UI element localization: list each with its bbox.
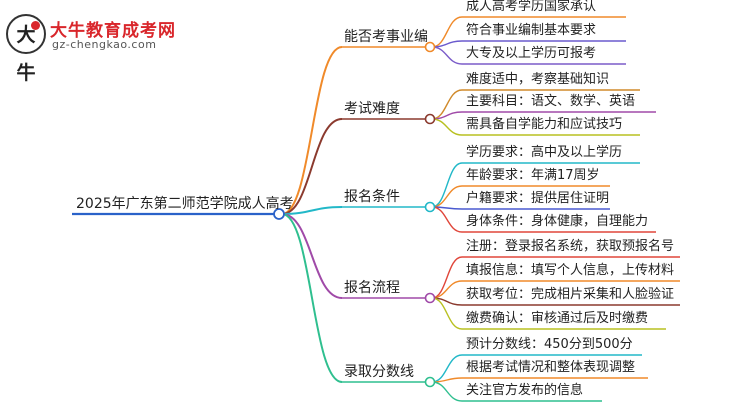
branch-connector (281, 213, 343, 299)
leaf-node-label[interactable]: 身体条件：身体健康，自理能力 (466, 214, 649, 229)
leaf-connector (431, 118, 463, 136)
leaf-connector (431, 16, 463, 48)
logo-url: gz-chengkao.com (52, 38, 157, 51)
branch-connector (281, 118, 343, 215)
leaf-node-label[interactable]: 关注官方发布的信息 (466, 383, 584, 398)
leaf-node-label[interactable]: 注册：登录报名系统，获取预报名号 (466, 239, 675, 254)
leaf-node-label[interactable]: 符合事业编制基本要求 (466, 23, 597, 38)
leaf-node-label[interactable]: 主要科目：语文、数学、英语 (466, 94, 636, 109)
leaf-node-label[interactable]: 需具备自学能力和应试技巧 (466, 117, 623, 132)
leaf-node-label[interactable]: 大专及以上学历可报考 (466, 46, 597, 61)
branch-collapse-icon (424, 113, 436, 125)
leaf-node-label[interactable]: 获取考位：完成相片采集和人脸验证 (466, 287, 675, 302)
logo-title: 大牛教育成考网 (50, 21, 176, 41)
branch-connector (281, 46, 343, 215)
leaf-connector (431, 297, 463, 330)
leaf-connector (431, 46, 463, 65)
site-logo[interactable]: 大牛 大牛教育成考网 gz-chengkao.com (6, 14, 226, 84)
leaf-node-label[interactable]: 预计分数线：450分到500分 (466, 337, 633, 352)
leaf-node-label[interactable]: 根据考试情况和整体表现调整 (466, 360, 636, 375)
branch-node-label[interactable]: 报名条件 (344, 189, 400, 205)
leaf-node-label[interactable]: 户籍要求：提供居住证明 (466, 191, 610, 206)
leaf-node-label[interactable]: 缴费确认：审核通过后及时缴费 (466, 311, 649, 326)
leaf-connector (431, 206, 463, 233)
leaf-connector (431, 381, 463, 402)
leaf-connector (431, 40, 463, 48)
branch-connector (281, 213, 343, 383)
leaf-node-label[interactable]: 学历要求：高中及以上学历 (466, 145, 623, 160)
logo-badge-icon: 大牛 (6, 14, 46, 84)
branch-node-label[interactable]: 能否考事业编 (344, 29, 428, 45)
branch-collapse-icon (424, 201, 436, 213)
leaf-node-label[interactable]: 填报信息：填写个人信息，上传材料 (466, 263, 675, 278)
branch-node-label[interactable]: 录取分数线 (344, 364, 414, 380)
leaf-connector (431, 256, 463, 299)
leaf-connector (431, 185, 463, 208)
leaf-connector (431, 280, 463, 299)
branch-connector (281, 206, 343, 215)
branch-collapse-icon (424, 292, 436, 304)
leaf-connector (431, 377, 463, 383)
root-node-label[interactable]: 2025年广东第二师范学院成人高考 (76, 196, 294, 212)
branch-node-label[interactable]: 报名流程 (344, 280, 400, 296)
branch-collapse-icon (424, 376, 436, 388)
root-collapse-icon (273, 208, 285, 220)
branch-collapse-icon (424, 41, 436, 53)
leaf-node-label[interactable]: 成人高考学历国家承认 (466, 0, 597, 14)
branch-node-label[interactable]: 考试难度 (344, 101, 400, 117)
leaf-connector (431, 162, 463, 208)
leaf-node-label[interactable]: 难度适中，考察基础知识 (466, 72, 610, 87)
leaf-node-label[interactable]: 年龄要求：年满17周岁 (466, 168, 600, 183)
leaf-connector (431, 89, 463, 120)
